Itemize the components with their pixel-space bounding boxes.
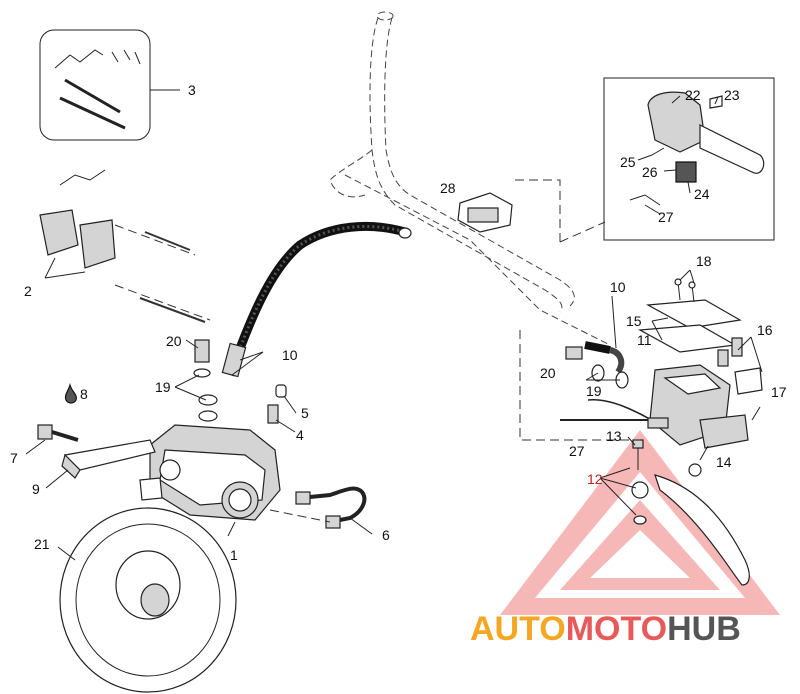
label-10-right: 10 [610,279,626,295]
label-5: 5 [301,405,309,421]
label-16: 16 [757,322,773,338]
svg-text:AUTOMOTOHUB: AUTOMOTOHUB [470,610,741,648]
label-18: 18 [696,253,712,269]
master-hose-fitting [565,341,629,389]
label-20-right: 20 [540,365,556,381]
label-1: 1 [230,547,238,563]
brake-disc [59,507,237,693]
caliper-bracket [37,424,156,479]
label-6: 6 [382,527,390,543]
brake-caliper [139,424,281,521]
label-12: 12 [587,471,603,487]
master-cylinder [637,278,763,449]
caliper-hose-fitting [269,486,367,529]
label-25: 25 [620,154,636,170]
label-15: 15 [626,313,642,329]
callout-labels: 1 2 3 4 5 6 7 8 9 10 10 11 12 13 14 15 1… [10,82,787,563]
brake-switch [560,399,669,429]
label-13: 13 [606,428,622,444]
dash-leaders [510,179,640,441]
label-9: 9 [32,481,40,497]
label-11: 11 [637,332,652,348]
bleeder-parts [64,339,287,424]
watermark-moto: MOTO [566,610,667,648]
brake-pads [39,169,211,323]
label-17: 17 [771,384,787,400]
switch-assembly-box [603,77,775,241]
tool-kit-box [39,29,180,141]
label-26: 26 [642,164,658,180]
label-19-left: 19 [155,379,171,395]
label-21: 21 [34,536,50,552]
watermark-auto: AUTO [470,610,566,648]
label-2: 2 [24,283,32,299]
leader-lines [25,95,763,561]
label-27-box: 27 [658,209,674,225]
watermark-text: AUTOMOTOHUB [470,610,741,648]
brake-hose [221,221,412,378]
watermark-hub: HUB [667,610,741,648]
label-24: 24 [694,186,710,202]
connector-block [457,192,513,233]
label-27-right: 27 [569,443,585,459]
label-7: 7 [10,450,18,466]
label-20-left: 20 [166,333,182,349]
label-4: 4 [296,427,304,443]
handlebar-outline [329,11,611,346]
label-19-right: 19 [586,383,602,399]
label-23: 23 [724,87,740,103]
label-3: 3 [188,82,196,98]
label-28: 28 [440,180,456,196]
label-10-left: 10 [282,347,298,363]
label-14: 14 [716,454,732,470]
label-8: 8 [80,386,88,402]
brake-lever [631,439,750,586]
label-22: 22 [685,87,701,103]
